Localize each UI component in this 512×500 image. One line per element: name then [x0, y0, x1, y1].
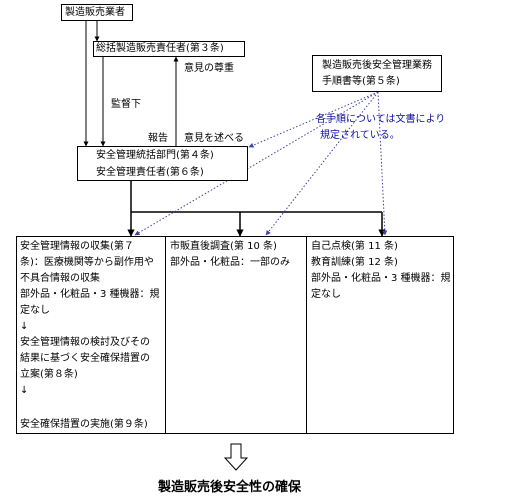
procedure-doc-line1: 製造販売後安全管理業務 — [322, 60, 432, 71]
state-opinion-label: 意見を述べる — [184, 133, 244, 144]
col1-line5: 定なし — [20, 305, 50, 316]
procedure-doc-line2: 手順書等(第５条) — [322, 76, 400, 87]
manufacturer-label: 製造販売業者 — [65, 7, 125, 18]
general-manager-label: 総括製造販売責任者(第３条) — [96, 43, 224, 54]
col3-line2: 教育訓練(第 12 条) — [311, 257, 398, 268]
col1-line2: 条)：医療機関等から副作用や — [20, 257, 154, 268]
safety-dept-box — [77, 146, 248, 181]
col2-line2: 部外品・化粧品：一部のみ — [170, 257, 290, 268]
col1-line3: 不具合情報の収集 — [20, 273, 100, 284]
table-divider-2 — [306, 236, 307, 434]
col2-line1: 市販直後調査(第 10 条) — [170, 241, 277, 252]
procedure-note-line2: 規定されている。 — [320, 130, 400, 141]
safety-dept-line1: 安全管理統括部門(第４条) — [96, 150, 214, 161]
general-manager-box — [93, 41, 245, 57]
col1-line1: 安全管理情報の収集(第７ — [20, 241, 134, 252]
report-label: 報告 — [148, 133, 168, 144]
safety-dept-line2: 安全管理責任者(第６条) — [96, 167, 204, 178]
procedure-note-line1: 各手順については文書により — [316, 114, 446, 125]
dotted-to-safety-dept — [248, 91, 379, 148]
table-divider-1 — [165, 236, 166, 434]
procedure-doc-box — [312, 55, 442, 92]
dotted-to-col1 — [134, 91, 379, 236]
col3-line3: 部外品・化粧品・3 種機器：規 — [311, 273, 451, 284]
col1-line7: 結果に基づく安全確保措置の — [20, 353, 150, 364]
col1-line8: 立案(第８条) — [20, 369, 78, 380]
result-label: 製造販売後安全性の確保 — [158, 480, 302, 495]
col3-line4: 定なし — [311, 289, 341, 300]
hollow-down-arrow — [223, 443, 249, 471]
col1-line9: 安全確保措置の実施(第９条) — [20, 419, 148, 430]
respect-opinion-label: 意見の尊重 — [184, 63, 234, 74]
manufacturer-box — [61, 4, 133, 21]
col1-line6: 安全管理情報の検討及びその — [20, 337, 150, 348]
col1-arrow2: ↓ — [20, 385, 29, 396]
activities-table — [16, 236, 454, 434]
supervision-label: 監督下 — [111, 99, 141, 110]
dotted-to-col3 — [377, 91, 388, 236]
dotted-to-col2 — [265, 91, 379, 236]
col3-line1: 自己点検(第 11 条) — [311, 241, 398, 252]
col1-line4: 部外品・化粧品・3 種機器：規 — [20, 289, 160, 300]
col1-arrow1: ↓ — [20, 321, 29, 332]
